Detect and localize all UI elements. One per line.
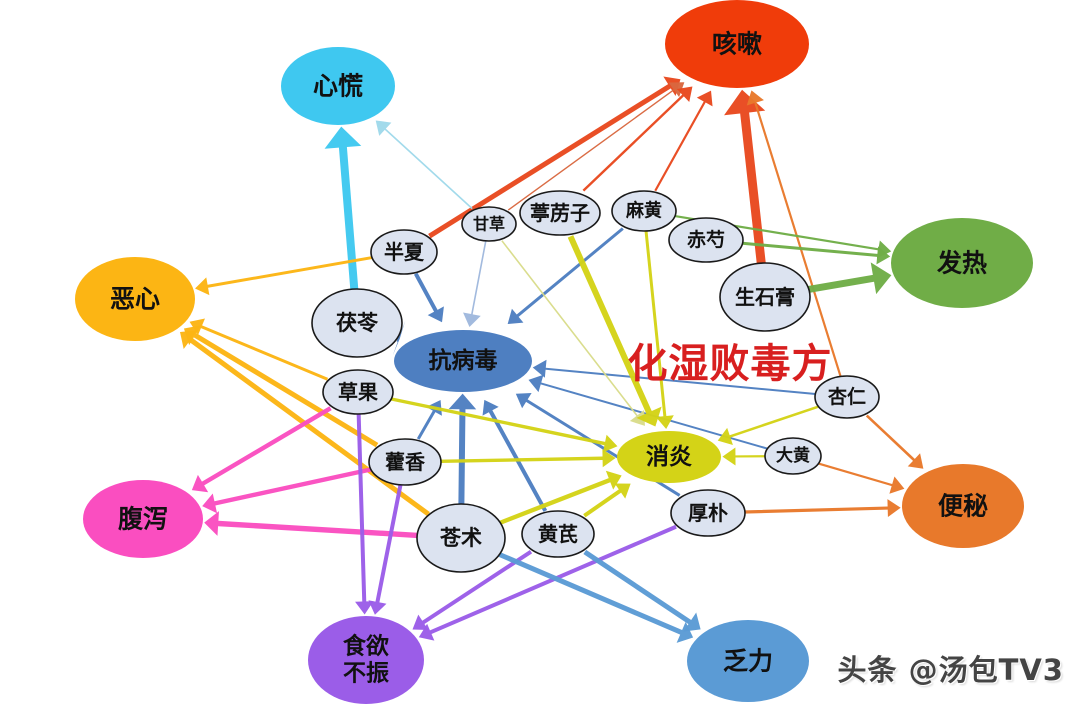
graph-node-huoxiang[interactable]: 藿香 [368, 438, 442, 486]
graph-edge [582, 86, 693, 192]
graph-node-caoguo[interactable]: 草果 [322, 369, 394, 415]
graph-edge [717, 405, 819, 445]
graph-node-exin[interactable]: 恶心 [75, 257, 195, 341]
graph-edge [583, 483, 631, 518]
graph-node-banxia[interactable]: 半夏 [370, 229, 438, 275]
graph-edge [532, 359, 816, 396]
graph-node-tinglizi[interactable]: 葶苈子 [519, 190, 601, 236]
node-shape [519, 190, 601, 236]
graph-edge [355, 413, 374, 615]
graph-node-chishao[interactable]: 赤芍 [668, 217, 744, 263]
node-shape [891, 218, 1033, 308]
graph-node-fali[interactable]: 乏力 [687, 620, 809, 702]
graph-edge [746, 90, 842, 377]
graph-node-xiaoyan[interactable]: 消炎 [617, 431, 721, 483]
graph-edge [808, 262, 892, 295]
graph-edge [368, 484, 403, 615]
node-shape [814, 375, 880, 419]
graph-edge [428, 76, 681, 239]
graph-edge [507, 82, 685, 211]
graph-edge [528, 374, 768, 450]
node-shape [611, 190, 677, 232]
graph-edge [412, 550, 533, 631]
graph-edge [722, 447, 766, 466]
graph-edge [416, 400, 442, 440]
graph-edge [440, 449, 616, 468]
graph-node-cangzhu[interactable]: 苍术 [416, 503, 506, 573]
graph-edge [418, 524, 677, 641]
watermark: 头条 @汤包TV3 [837, 653, 1064, 687]
graph-node-kangbingdu[interactable]: 抗病毒 [394, 330, 532, 392]
graph-edge [818, 462, 905, 494]
edge-layer [180, 76, 924, 643]
node-shape [902, 464, 1024, 548]
node-shape [75, 257, 195, 341]
node-shape [687, 620, 809, 702]
graph-edge [463, 240, 487, 327]
node-shape [764, 437, 822, 475]
graph-edge [204, 511, 418, 539]
graph-edge [583, 549, 701, 632]
graph-edge [507, 227, 624, 324]
node-shape [521, 510, 595, 558]
graph-edge [499, 470, 622, 525]
node-shape [394, 330, 532, 392]
graph-edge [501, 240, 645, 426]
graph-node-xinhuang[interactable]: 心慌 [281, 47, 395, 125]
graph-node-xingren[interactable]: 杏仁 [814, 375, 880, 419]
graph-edge [413, 272, 444, 323]
graph-edge [498, 552, 694, 643]
graph-node-houpo[interactable]: 厚朴 [670, 489, 746, 537]
graph-edge [202, 467, 372, 514]
node-shape [617, 431, 721, 483]
node-shape [308, 616, 424, 704]
graph-edge [391, 397, 618, 453]
graph-edge [567, 235, 662, 427]
graph-edge [183, 325, 379, 448]
graph-node-fuling[interactable]: 茯苓 [311, 288, 403, 358]
graph-edge [744, 499, 901, 518]
graph-edge [654, 90, 713, 192]
graph-edge [482, 399, 548, 512]
graph-node-kesou[interactable]: 咳嗽 [665, 0, 809, 88]
node-shape [281, 47, 395, 125]
graph-edge [324, 126, 362, 290]
node-shape [370, 229, 438, 275]
graph-edge [189, 318, 329, 381]
node-shape [461, 206, 517, 242]
node-shape [83, 480, 203, 558]
graph-node-huangqi[interactable]: 黄芪 [521, 510, 595, 558]
graph-node-fuxie[interactable]: 腹泻 [83, 480, 203, 558]
graph-node-dahuang[interactable]: 大黄 [764, 437, 822, 475]
graph-edge [865, 414, 924, 469]
graph-node-shengshigao[interactable]: 生石膏 [719, 262, 811, 332]
node-shape [665, 0, 809, 88]
graph-node-gancao[interactable]: 甘草 [461, 206, 517, 242]
graph-edge [195, 256, 373, 296]
node-shape [416, 503, 506, 573]
node-shape [719, 262, 811, 332]
graph-edge [375, 120, 473, 210]
node-shape [368, 438, 442, 486]
graph-node-bianmi[interactable]: 便秘 [902, 464, 1024, 548]
graph-edge [724, 89, 766, 264]
graph-node-fare[interactable]: 发热 [891, 218, 1033, 308]
graph-edge [742, 241, 891, 265]
node-shape [311, 288, 403, 358]
node-shape [668, 217, 744, 263]
graph-edge [448, 393, 477, 505]
graph-edge [644, 230, 674, 430]
graph-edge [392, 320, 406, 356]
node-shape [322, 369, 394, 415]
graph-edge [191, 406, 332, 493]
node-shape [670, 489, 746, 537]
graph-node-mahuang[interactable]: 麻黄 [611, 190, 677, 232]
